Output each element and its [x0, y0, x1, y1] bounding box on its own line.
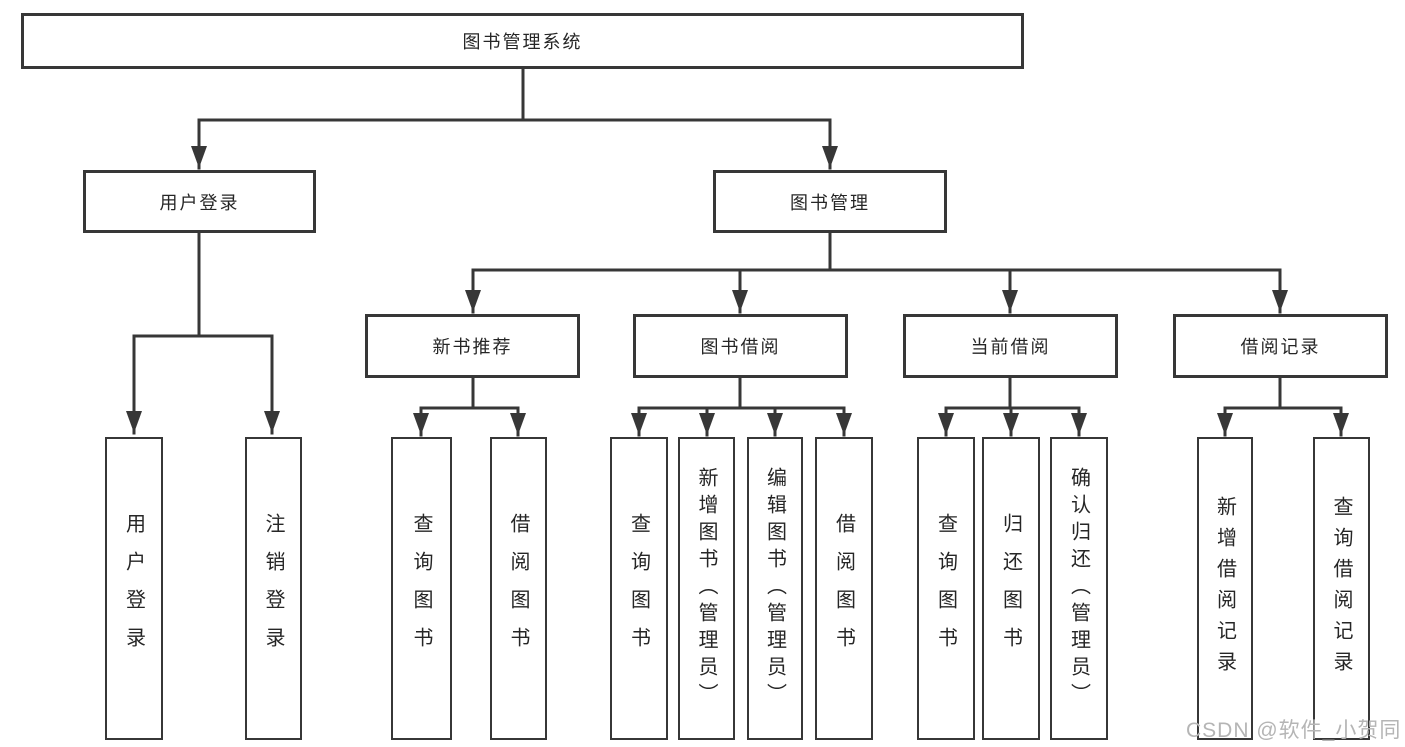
node-borrow-record: 借阅记录	[1173, 314, 1388, 378]
leaf-bb-borrow-book: 借阅图书	[815, 437, 873, 740]
leaf-nb-borrow-book: 借阅图书	[490, 437, 547, 740]
leaf-nb-query-book: 查询图书	[391, 437, 452, 740]
connector-book-borrow-trunk	[637, 376, 846, 410]
connector-book-management-trunk	[471, 231, 1282, 272]
connector-root-trunk	[197, 67, 832, 122]
leaf-logout: 注销登录	[245, 437, 302, 740]
connector-current-borrow-trunk	[944, 376, 1081, 410]
node-current-borrow: 当前借阅	[903, 314, 1118, 378]
node-user-login: 用户登录	[83, 170, 316, 233]
leaf-bb-add-book-admin: 新增图书（管理员）	[678, 437, 735, 740]
leaf-br-query-record: 查询借阅记录	[1313, 437, 1370, 740]
leaf-cb-return-book: 归还图书	[982, 437, 1040, 740]
leaf-bb-edit-book-admin: 编辑图书（管理员）	[747, 437, 803, 740]
node-root: 图书管理系统	[21, 13, 1024, 69]
watermark: CSDN @软件_小贺同学	[1186, 719, 1402, 742]
connector-user-login-trunk	[132, 231, 274, 338]
leaf-bb-query-book: 查询图书	[610, 437, 668, 740]
leaf-br-add-record: 新增借阅记录	[1197, 437, 1253, 740]
node-book-management: 图书管理	[713, 170, 947, 233]
connector-new-book-trunk	[419, 376, 520, 410]
leaf-user-login: 用户登录	[105, 437, 163, 740]
node-book-borrow: 图书借阅	[633, 314, 848, 378]
connector-borrow-record-trunk	[1223, 376, 1343, 410]
leaf-cb-confirm-return-admin: 确认归还（管理员）	[1050, 437, 1108, 740]
node-new-book-recommend: 新书推荐	[365, 314, 580, 378]
leaf-cb-query-book: 查询图书	[917, 437, 975, 740]
